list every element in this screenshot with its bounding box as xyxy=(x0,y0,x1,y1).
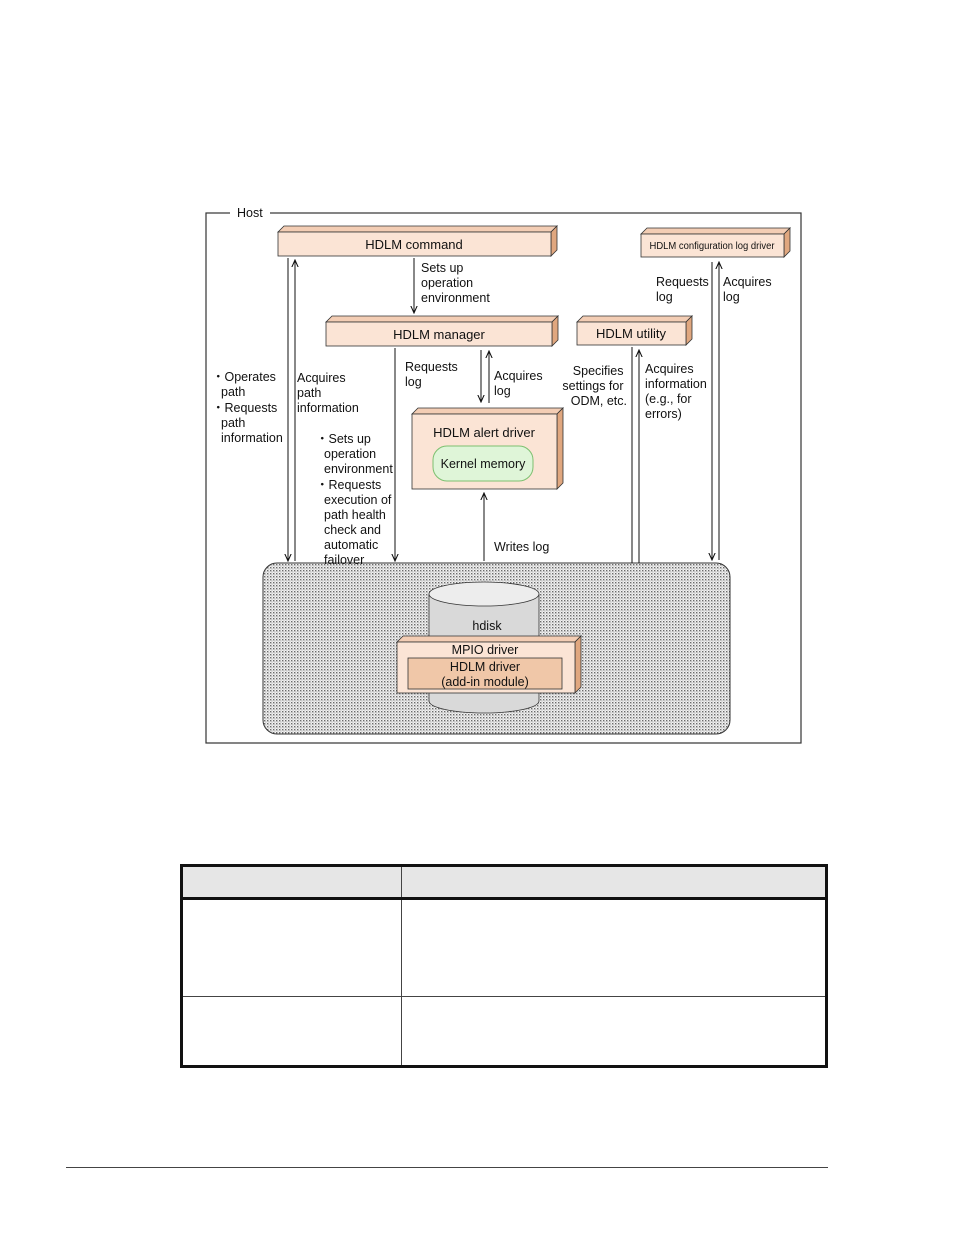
hdisk-label: hdisk xyxy=(472,619,502,633)
mgr-acquires-log-text: Acquires log xyxy=(494,369,546,398)
util-acquires-text: Acquires information (e.g., for errors) xyxy=(645,362,710,421)
config-log-driver-label: HDLM configuration log driver xyxy=(650,241,776,252)
hdlm-command-label: HDLM command xyxy=(365,237,463,252)
cmd-left-text: ・Operates path ・Requests path informatio… xyxy=(212,370,283,445)
kernel-memory-box xyxy=(432,445,534,482)
info-table xyxy=(180,864,828,1068)
config-log-driver-box: HDLM configuration log driver xyxy=(640,227,791,258)
table-header-cell xyxy=(401,865,827,900)
table-row xyxy=(181,996,827,1067)
writes-log-text: Writes log xyxy=(494,540,549,554)
table-row xyxy=(181,898,827,997)
kernel-memory-label: Kernel memory xyxy=(441,457,526,471)
hdlm-driver-box xyxy=(407,657,563,690)
alert-driver-label: HDLM alert driver xyxy=(433,425,536,440)
table-cell xyxy=(181,898,402,997)
table-cell xyxy=(401,898,827,997)
hdlm-manager-label: HDLM manager xyxy=(393,327,485,342)
hdlm-driver-sublabel: (add-in module) xyxy=(441,675,529,689)
alert-driver-box: HDLM alert driver Kernel memory xyxy=(411,407,564,490)
cmd-to-mgr-text: Sets up operation environment xyxy=(421,261,490,305)
util-specifies-text: Specifies settings for ODM, etc. xyxy=(562,364,627,408)
hdlm-manager-box: HDLM manager xyxy=(325,315,559,347)
mpio-driver-label: MPIO driver xyxy=(452,643,519,657)
mgr-requests-log-text: Requests log xyxy=(405,360,461,389)
mgr-left-text: ・Sets up operation environment ・Requests… xyxy=(316,432,396,567)
table-cell xyxy=(401,996,827,1067)
cmd-acquires-text: Acquires path information xyxy=(297,371,359,415)
table-header-row xyxy=(181,865,827,900)
table-cell xyxy=(181,996,402,1067)
host-label: Host xyxy=(237,206,263,220)
hdlm-utility-label: HDLM utility xyxy=(596,326,667,341)
hdlm-command-box: HDLM command xyxy=(277,225,558,257)
cfg-requests-log-text: Requests log xyxy=(656,275,712,304)
mpio-driver-box: MPIO driver HDLM driver (add-in module) xyxy=(396,635,582,694)
hdlm-utility-box: HDLM utility xyxy=(576,315,693,346)
hdlm-driver-label: HDLM driver xyxy=(450,660,520,674)
arrows xyxy=(288,258,719,563)
footer-rule xyxy=(66,1167,828,1168)
cfg-acquires-log-text: Acquires log xyxy=(723,275,775,304)
host-frame: Host xyxy=(205,205,802,744)
table-header-cell xyxy=(181,865,402,900)
